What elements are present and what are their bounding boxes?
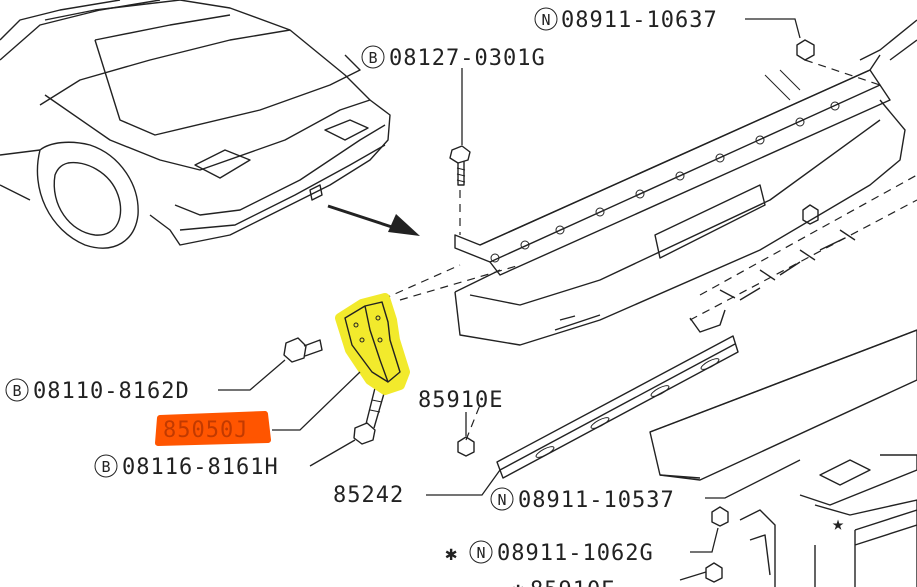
asterisk-icon: ✱	[512, 577, 524, 587]
callout-85242: 85242	[333, 483, 404, 508]
part-number: 08110-8162D	[33, 379, 190, 404]
guide-lines	[369, 59, 881, 441]
nut-08911-1062G	[711, 506, 729, 527]
callout-08116-8161H: B 08116-8161H	[94, 454, 279, 480]
clip-85910E	[457, 436, 475, 457]
star-icon: ★	[832, 511, 844, 535]
part-number: 08116-8161H	[122, 455, 279, 480]
clip-lower	[705, 562, 723, 583]
callout-85050J: 85050J	[163, 418, 248, 443]
marker-b-icon: B	[12, 382, 21, 400]
marker-b-icon: B	[101, 458, 110, 476]
part-number: 85910E	[530, 578, 615, 587]
bumper-side-brackets	[689, 174, 917, 333]
callout-08911-1062G: ✱ N 08911-1062G	[445, 540, 654, 566]
part-number: 08911-1062G	[497, 541, 654, 566]
bolt-top	[449, 145, 471, 186]
part-number: 85242	[333, 483, 404, 508]
bracket-85242	[496, 335, 739, 479]
marker-n-icon: N	[476, 544, 485, 562]
car-illustration	[0, 0, 391, 249]
part-number: 08911-10637	[561, 8, 718, 33]
callout-08127-0301G: B 08127-0301G	[361, 45, 546, 71]
callout-85910E: 85910E	[418, 388, 503, 413]
direction-arrow	[327, 204, 420, 236]
callout-08911-10637: N 08911-10637	[534, 7, 718, 33]
bolt-08110	[283, 337, 323, 363]
callout-08911-10537: N 08911-10537	[490, 487, 675, 513]
callout-85910E-lower: ✱ 85910E	[512, 577, 615, 587]
nut-mid-right	[802, 204, 819, 225]
bumper-lower-cover	[649, 329, 917, 587]
leader-lines	[218, 18, 801, 581]
marker-b-icon: B	[368, 49, 377, 67]
marker-n-icon: N	[541, 11, 550, 29]
marker-n-icon: N	[497, 491, 506, 509]
bumper-assembly	[454, 19, 917, 346]
label-highlight	[155, 411, 271, 446]
part-number: 08911-10537	[518, 488, 675, 513]
part-number-highlighted: 85050J	[163, 418, 248, 443]
bolt-08116	[353, 387, 386, 445]
asterisk-icon: ✱	[445, 541, 457, 565]
callout-08110-8162D: B 08110-8162D	[5, 378, 190, 404]
part-number: 08127-0301G	[389, 46, 546, 71]
bracket-85050J	[335, 293, 410, 395]
nut-top-right	[796, 39, 815, 61]
part-number: 85910E	[418, 388, 503, 413]
